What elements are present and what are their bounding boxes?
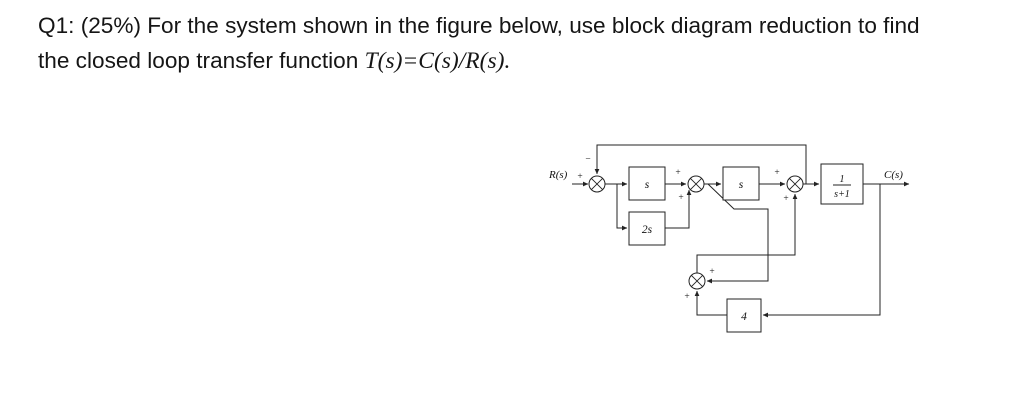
question-text: Q1: (25%) For the system shown in the fi… (38, 8, 920, 79)
block-g4-1-over-s-plus-1: 1 s+1 (820, 163, 864, 205)
h1-to-s4-line (694, 290, 727, 316)
sign-s1-left: + (577, 172, 582, 182)
output-pickoff-to-h1-line (762, 184, 881, 318)
pickoff-to-2s-line (616, 184, 628, 231)
summing-junction-1 (588, 175, 606, 193)
question-line-2: the closed loop transfer function T(s)=C… (38, 43, 920, 79)
block-h1-4: 4 (726, 298, 762, 333)
sign-s2-left: + (675, 168, 680, 178)
summing-junction-2 (687, 175, 705, 193)
block-g1-label: s (645, 179, 650, 191)
2s-to-s2-line (665, 189, 692, 229)
summing-junction-3 (786, 175, 804, 193)
sign-s4-right: + (709, 267, 714, 277)
output-signal-label: C(s) (884, 169, 903, 181)
block-g3-label: s (739, 179, 744, 191)
block-g2-label: 2s (642, 224, 653, 236)
block-g2-2s: 2s (628, 211, 666, 246)
sign-s3-left: + (774, 168, 779, 178)
sign-s4-bottom: + (684, 292, 689, 302)
sign-s3-bottom: + (783, 194, 788, 204)
s2-pickoff-to-s4-line (706, 183, 769, 284)
question-line-1: Q1: (25%) For the system shown in the fi… (38, 13, 920, 38)
summing-junction-4 (688, 272, 706, 290)
sign-s2-bottom: + (678, 193, 683, 203)
question-line-2-prefix: the closed loop transfer function (38, 48, 365, 73)
block-g1-s: s (628, 166, 666, 201)
block-g4-numerator: 1 (840, 174, 845, 185)
input-signal-label: R(s) (548, 169, 568, 181)
block-g4-denominator: s+1 (834, 189, 850, 200)
transfer-function-expression: T(s)=C(s)/R(s). (364, 48, 511, 74)
block-g3-s: s (722, 166, 760, 201)
top-feedback-line (594, 144, 807, 184)
s4-to-s3-line (696, 193, 798, 273)
sign-s1-top: − (585, 155, 590, 165)
block-h1-label: 4 (741, 311, 747, 323)
